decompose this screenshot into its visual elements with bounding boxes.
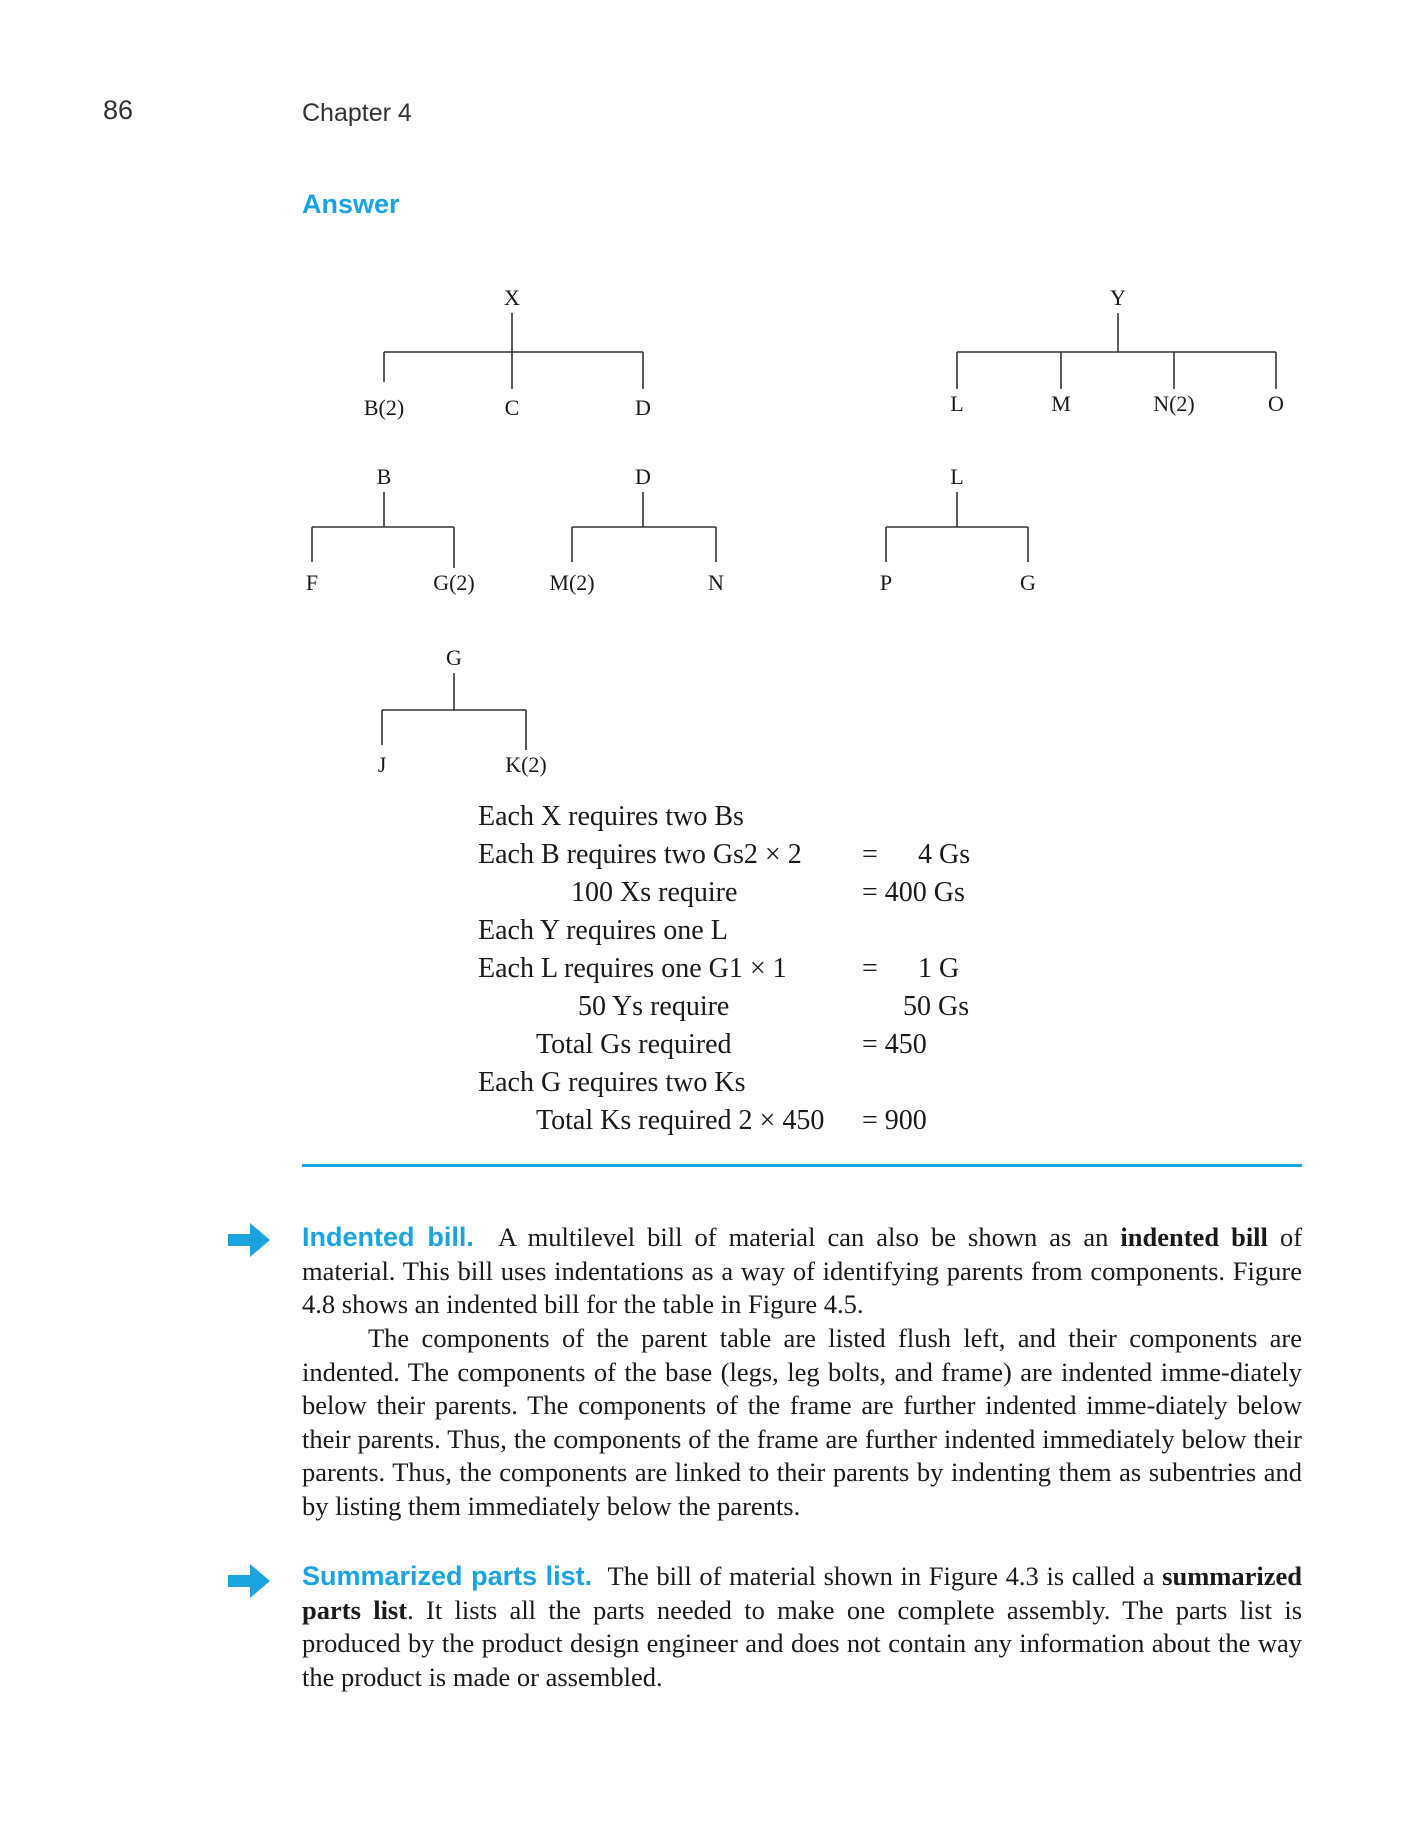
node-y: Y — [1110, 285, 1126, 310]
node-x-child-c: C — [505, 395, 520, 420]
summarized-parts-paragraph: Summarized parts list. The bill of mater… — [302, 1560, 1302, 1694]
tree-g: G J K(2) — [378, 645, 547, 777]
calc-line-5-equals: = — [862, 953, 878, 984]
calc-line-2-value: 4 Gs — [918, 839, 971, 870]
calc-line-3-value: = 400 Gs — [862, 877, 965, 908]
node-y-child-o: O — [1268, 391, 1284, 416]
answer-heading: Answer — [302, 189, 400, 219]
page-number: 86 — [103, 95, 134, 125]
node-b-child-g: G(2) — [433, 570, 475, 595]
node-x: X — [504, 285, 520, 310]
indented-bill-term: Indented bill. — [302, 1222, 474, 1252]
tree-x: X B(2) C D — [364, 285, 651, 420]
calc-line-6: 50 Ys require — [578, 991, 730, 1022]
calc-line-3: 100 Xs require — [571, 877, 738, 908]
node-b: B — [377, 464, 392, 489]
node-l-child-g: G — [1020, 570, 1036, 595]
indented-bill-text-b: of material. This bill uses indentations… — [302, 1222, 1303, 1319]
calc-line-2-equals: = — [862, 839, 878, 870]
chapter-label: Chapter 4 — [302, 99, 412, 127]
summarized-parts-text-a: The bill of material shown in Figure 4.3… — [607, 1561, 1163, 1591]
indented-bill-text-a: A multilevel bill of material can also b… — [497, 1222, 1121, 1252]
calc-line-7-value: = 450 — [862, 1029, 927, 1060]
summarized-parts-term: Summarized parts list. — [302, 1561, 593, 1591]
tree-b: B F G(2) — [306, 464, 475, 595]
node-g: G — [446, 645, 462, 670]
node-y-child-l: L — [950, 391, 963, 416]
calc-line-6-value: 50 Gs — [903, 991, 970, 1022]
node-d-child-n: N — [708, 570, 724, 595]
indented-bill-paragraph: Indented bill. A multilevel bill of mate… — [302, 1221, 1302, 1322]
calc-line-9-value: = 900 — [862, 1105, 927, 1136]
section-divider — [302, 1164, 1302, 1167]
right-arrow-icon — [228, 1564, 270, 1598]
calc-line-4: Each Y requires one L — [478, 915, 728, 946]
node-x-child-d: D — [635, 395, 651, 420]
node-y-child-n: N(2) — [1153, 391, 1195, 416]
calc-line-2: Each B requires two Gs2 × 2 — [478, 839, 802, 870]
node-l-child-p: P — [880, 570, 892, 595]
calc-line-9: Total Ks required 2 × 450 — [536, 1105, 825, 1136]
node-y-child-m: M — [1051, 391, 1071, 416]
node-l: L — [950, 464, 963, 489]
summarized-parts-text-b: . It lists all the parts needed to make … — [302, 1594, 1303, 1692]
calc-line-7: Total Gs required — [536, 1029, 732, 1060]
node-d-child-m: M(2) — [549, 570, 594, 595]
indented-bill-bold: indented bill — [1120, 1222, 1268, 1252]
node-g-child-j: J — [378, 752, 387, 777]
calc-line-5: Each L requires one G1 × 1 — [478, 953, 787, 984]
calc-line-5-value: 1 G — [918, 953, 960, 984]
node-d: D — [635, 464, 651, 489]
node-x-child-b: B(2) — [364, 395, 404, 420]
node-g-child-k: K(2) — [505, 752, 547, 777]
indented-bill-paragraph-2: The components of the parent table are l… — [302, 1323, 1302, 1521]
product-structure-trees: X B(2) C D Y L M N(2) O B F G(2) D M(2) … — [306, 285, 1284, 777]
node-b-child-f: F — [306, 570, 318, 595]
tree-l: L P G — [880, 464, 1036, 595]
tree-y: Y L M N(2) O — [950, 285, 1284, 416]
right-arrow-icon — [228, 1223, 270, 1257]
calc-line-8: Each G requires two Ks — [478, 1067, 746, 1098]
calc-line-1: Each X requires two Bs — [478, 801, 744, 832]
tree-d: D M(2) N — [549, 464, 724, 595]
summarized-parts-bold: summarized parts list — [302, 1561, 1302, 1625]
